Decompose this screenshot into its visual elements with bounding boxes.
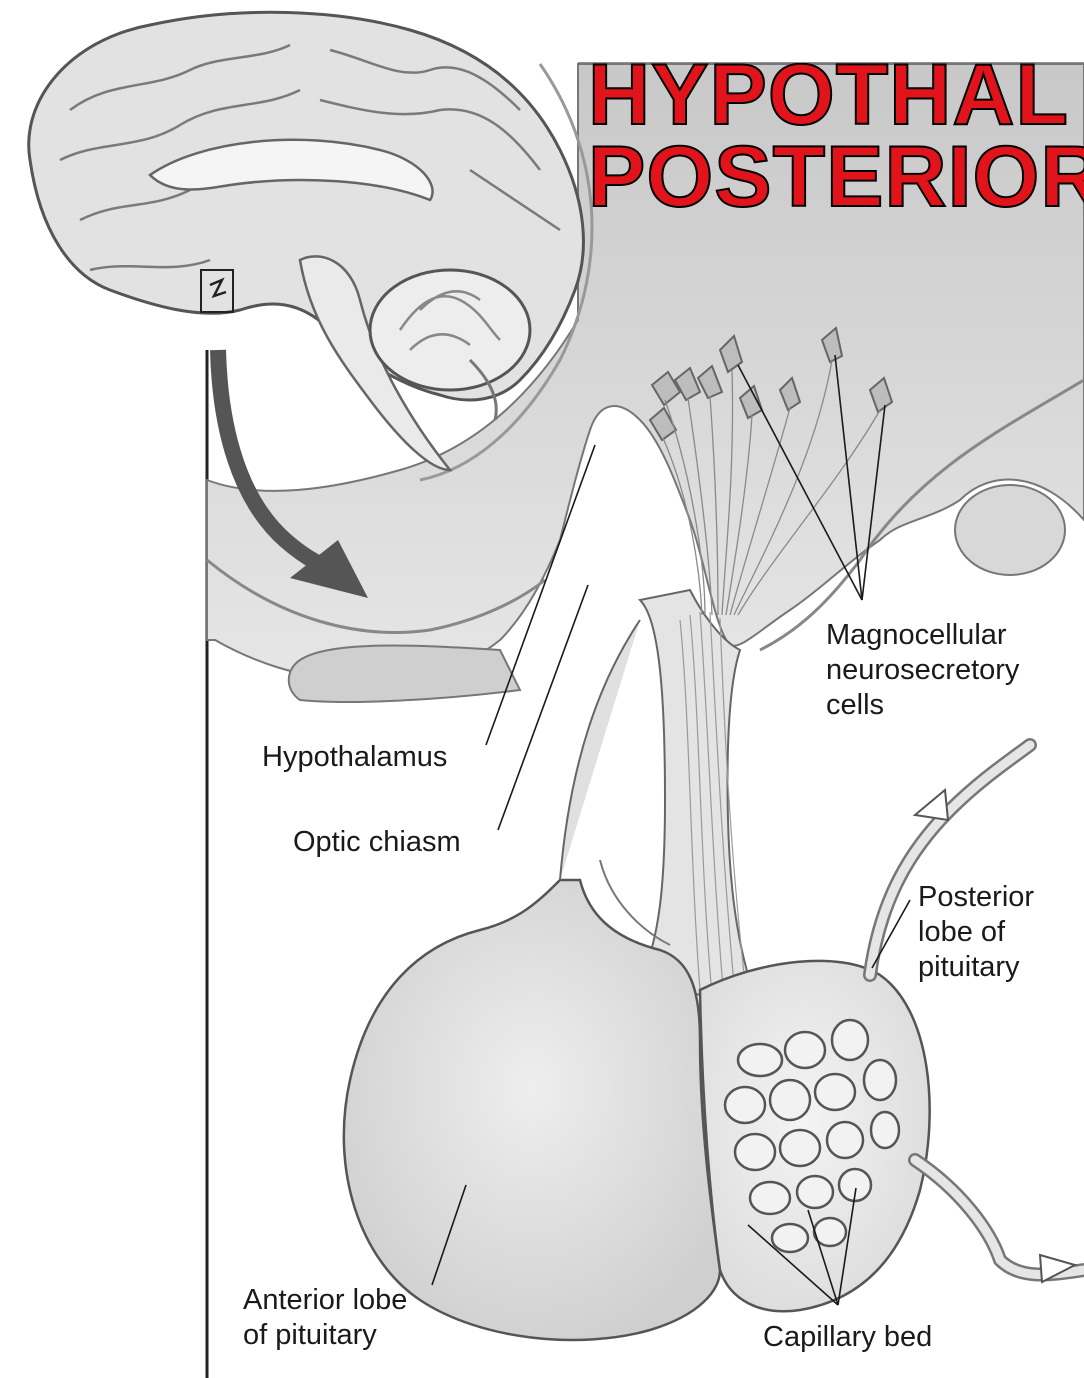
label-hypothalamus: Hypothalamus [262, 740, 447, 775]
capillary-loop [735, 1134, 775, 1170]
label-capillary-bed: Capillary bed [763, 1320, 932, 1355]
label-posterior-lobe: Posterior lobe of pituitary [918, 880, 1034, 985]
capillary-loop [785, 1032, 825, 1068]
capillary-loop [815, 1074, 855, 1110]
infundibulum-stalk [640, 590, 760, 1010]
title-line-1: HYPOTHAL [588, 52, 1069, 138]
brain-sagittal [29, 12, 584, 470]
capillary-loop [772, 1224, 808, 1252]
capillary-loop [827, 1122, 863, 1158]
capillary-loop [780, 1130, 820, 1166]
capillary-loop [738, 1044, 782, 1076]
title-line-2: POSTERIOR [588, 134, 1084, 220]
capillary-loop [864, 1060, 896, 1100]
capillary-loop [770, 1080, 810, 1120]
capillary-loop [725, 1087, 765, 1123]
label-anterior-lobe: Anterior lobe of pituitary [243, 1283, 407, 1353]
capillary-loop [871, 1112, 899, 1148]
arrow-in-icon [915, 790, 948, 820]
capillary-loop [797, 1176, 833, 1208]
label-magnocellular: Magnocellular neurosecretory cells [826, 618, 1019, 723]
label-optic-chiasm: Optic chiasm [293, 825, 461, 860]
capillary-loop [750, 1182, 790, 1214]
capillary-loop [832, 1020, 868, 1060]
